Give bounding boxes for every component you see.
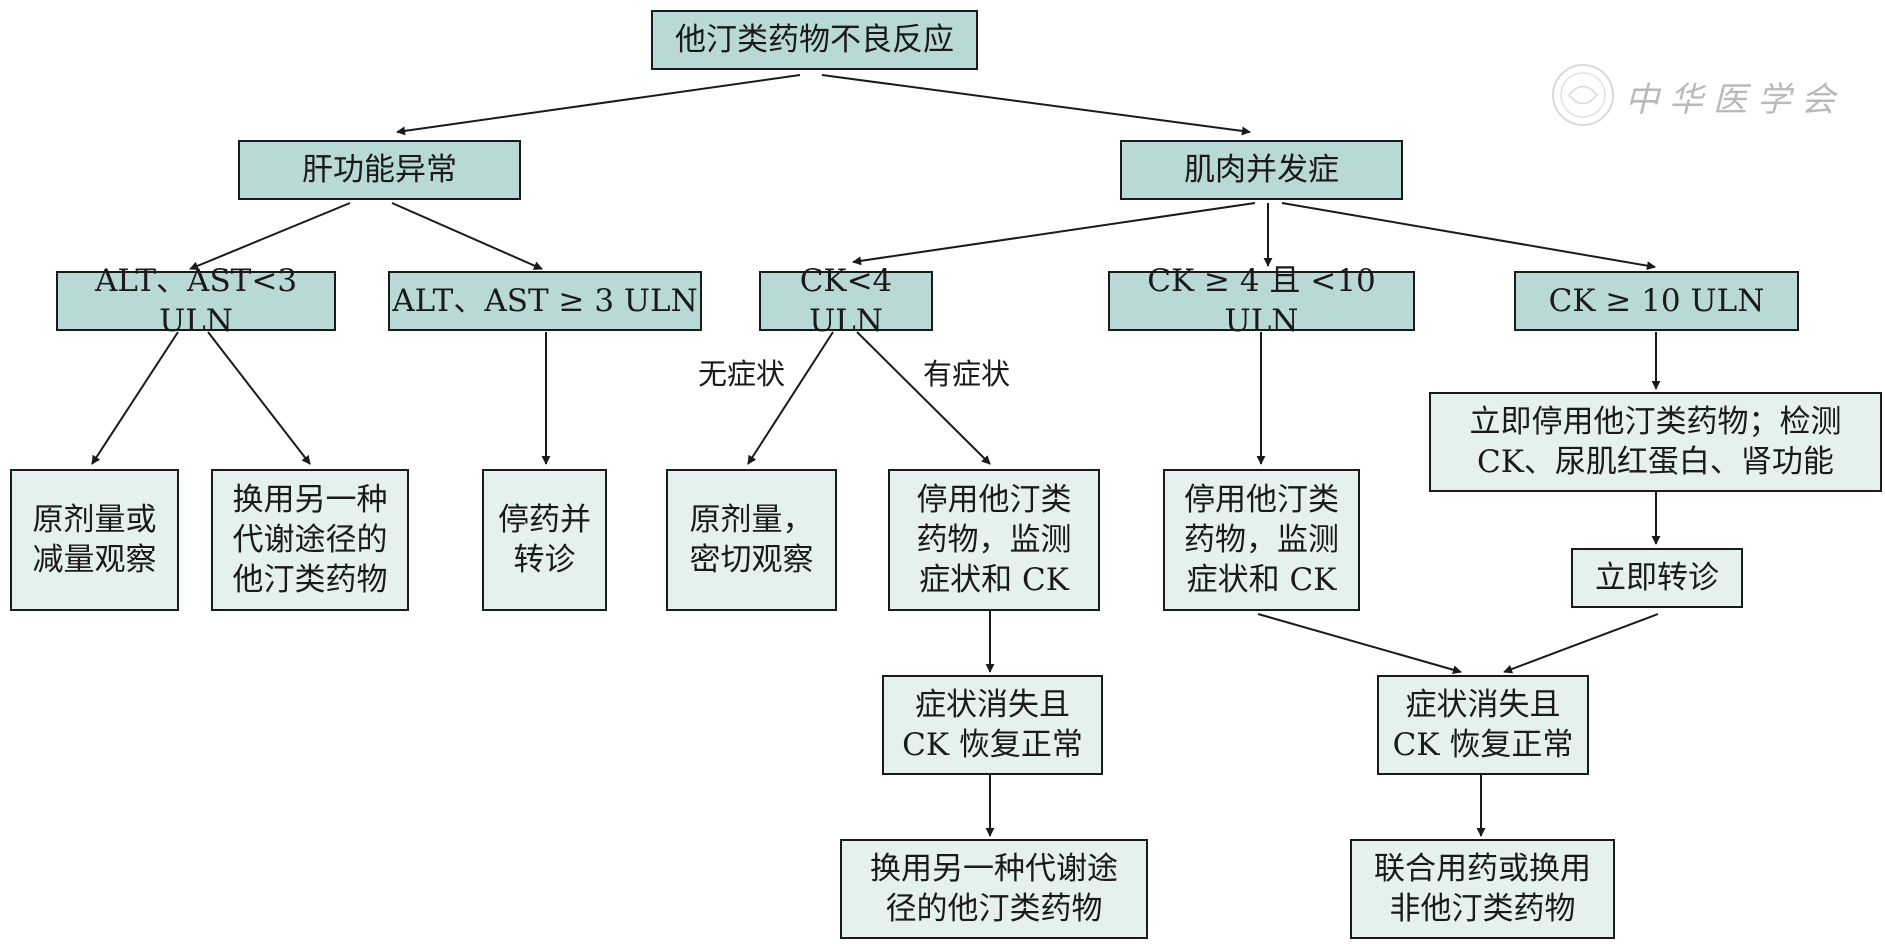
- stop-monitor-node-a: 停用他汀类 药物，监测 症状和 CK: [888, 469, 1100, 611]
- stop-monitor-node-b: 停用他汀类 药物，监测 症状和 CK: [1163, 469, 1360, 611]
- ck-mid-node: CK ≥ 4 且 <10 ULN: [1108, 263, 1415, 339]
- watermark-seal-icon: [1552, 64, 1614, 126]
- stop-detect-node: 立即停用他汀类药物；检测 CK、尿肌红蛋白、肾功能: [1429, 392, 1882, 492]
- title-node: 他汀类药物不良反应: [651, 10, 978, 70]
- alt-ast-high-node: ALT、AST ≥ 3 ULN: [388, 271, 702, 331]
- arrow-alt-low-to-observe: [91, 331, 179, 465]
- liver-dysfunction-node: 肝功能异常: [238, 140, 521, 200]
- close-observe-node: 原剂量， 密切观察: [666, 469, 837, 611]
- recover-node-a: 症状消失且 CK 恢复正常: [882, 675, 1103, 775]
- ck-high-node: CK ≥ 10 ULN: [1514, 271, 1799, 331]
- no-symptom-label: 无症状: [698, 357, 786, 391]
- refer-now-node: 立即转诊: [1571, 548, 1743, 608]
- alt-ast-low-node: ALT、AST<3 ULN: [56, 263, 336, 339]
- arrow-refer-to-recover-b: [1503, 613, 1659, 674]
- switch-final-node: 换用另一种代谢途 径的他汀类药物: [840, 839, 1148, 939]
- observe-node: 原剂量或 减量观察: [10, 469, 179, 611]
- arrow-stop-monitor-b-to-recover-b: [1257, 613, 1462, 675]
- ck-low-node: CK<4 ULN: [759, 263, 933, 339]
- watermark-text: 中华医学会: [1625, 80, 1845, 120]
- stop-refer-node: 停药并 转诊: [482, 469, 607, 611]
- arrow-liver-to-alt-low: [189, 202, 351, 271]
- arrow-muscle-to-ck-low: [852, 202, 1256, 266]
- arrow-muscle-to-ck-high: [1281, 202, 1656, 271]
- has-symptom-label: 有症状: [923, 357, 1011, 391]
- arrow-alt-low-to-switch: [207, 331, 311, 465]
- arrow-ck-low-to-close-observe: [747, 331, 834, 465]
- switch-statin-node: 换用另一种 代谢途径的 他汀类药物: [211, 469, 409, 611]
- recover-node-b: 症状消失且 CK 恢复正常: [1377, 675, 1589, 775]
- arrow-title-to-muscle: [821, 74, 1251, 136]
- combine-final-node: 联合用药或换用 非他汀类药物: [1350, 839, 1615, 939]
- arrow-title-to-liver: [396, 74, 801, 136]
- arrow-liver-to-alt-high: [391, 202, 543, 270]
- arrow-ck-low-to-stop-monitor: [856, 331, 991, 465]
- muscle-complication-node: 肌肉并发症: [1120, 140, 1403, 200]
